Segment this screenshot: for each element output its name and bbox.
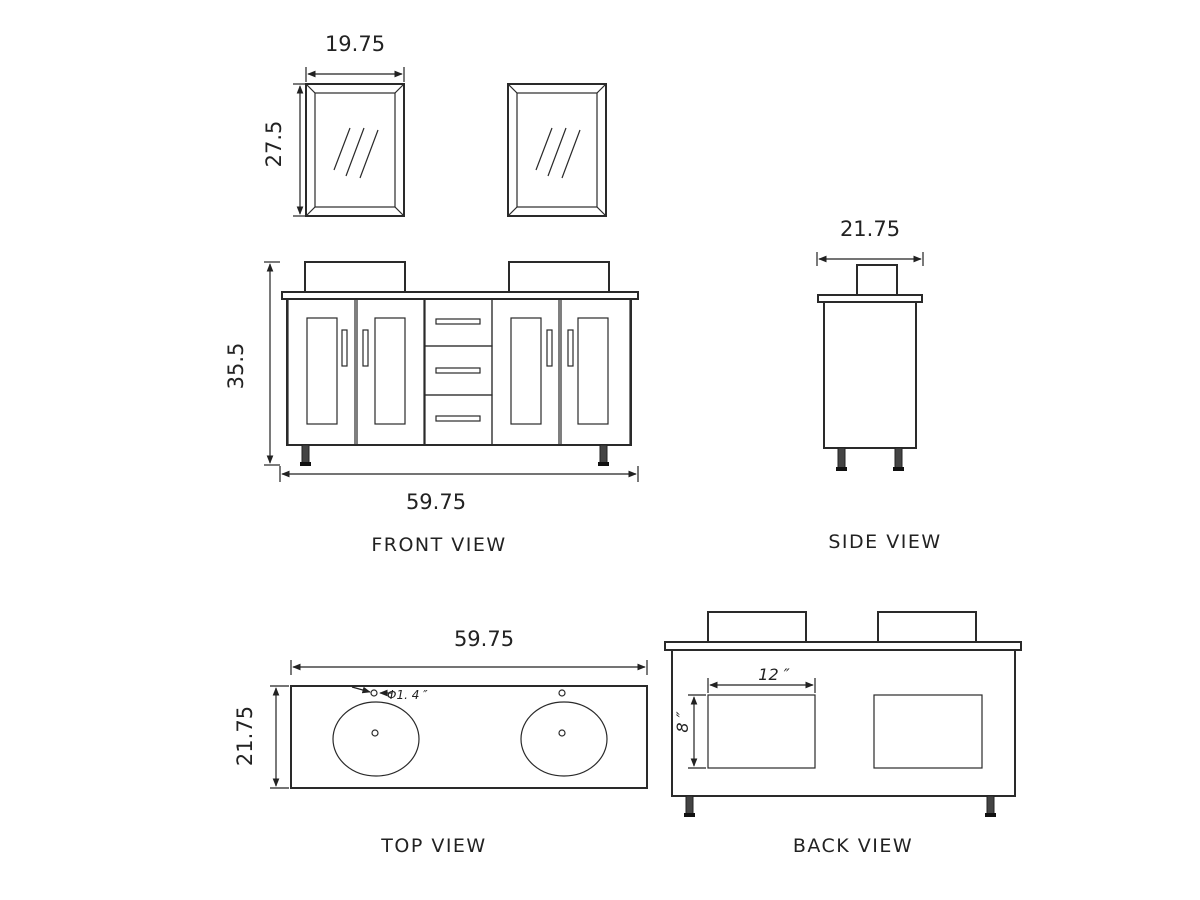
mirror-width-dimension: 19.75 <box>305 32 405 82</box>
mirror-height-dimension: 27.5 <box>262 83 305 217</box>
faucet-hole-label: Φ1. 4 ″ <box>387 688 428 702</box>
back-view-title: BACK VIEW <box>793 835 913 857</box>
front-view-title: FRONT VIEW <box>371 534 506 556</box>
back-opening-height-label: 8 ″ <box>673 711 692 732</box>
back-view-cabinet <box>664 611 1022 817</box>
front-width-dimension: 59.75 <box>279 466 639 514</box>
mirror-width-label: 19.75 <box>325 32 385 56</box>
top-view-title: TOP VIEW <box>380 835 486 857</box>
mirror-height-label: 27.5 <box>262 121 286 168</box>
front-height-dimension: 35.5 <box>224 261 280 466</box>
top-view-countertop <box>290 685 648 789</box>
side-depth-dimension: 21.75 <box>816 217 924 266</box>
back-opening-width-label: 12 ″ <box>758 665 789 684</box>
mirror-right <box>507 83 607 217</box>
top-depth-label: 21.75 <box>233 706 257 766</box>
top-width-label: 59.75 <box>454 627 514 651</box>
front-height-label: 35.5 <box>224 343 248 390</box>
back-opening-width-dimension: 12 ″ <box>707 665 816 693</box>
top-depth-dimension: 21.75 <box>233 685 289 789</box>
side-depth-label: 21.75 <box>840 217 900 241</box>
side-view-title: SIDE VIEW <box>828 531 941 553</box>
top-width-dimension: 59.75 <box>290 627 648 675</box>
back-opening-height-dimension: 8 ″ <box>673 694 706 769</box>
front-width-label: 59.75 <box>406 490 466 514</box>
front-view-cabinet <box>281 261 639 466</box>
side-view-cabinet <box>817 264 923 471</box>
mirror-left <box>305 83 405 217</box>
